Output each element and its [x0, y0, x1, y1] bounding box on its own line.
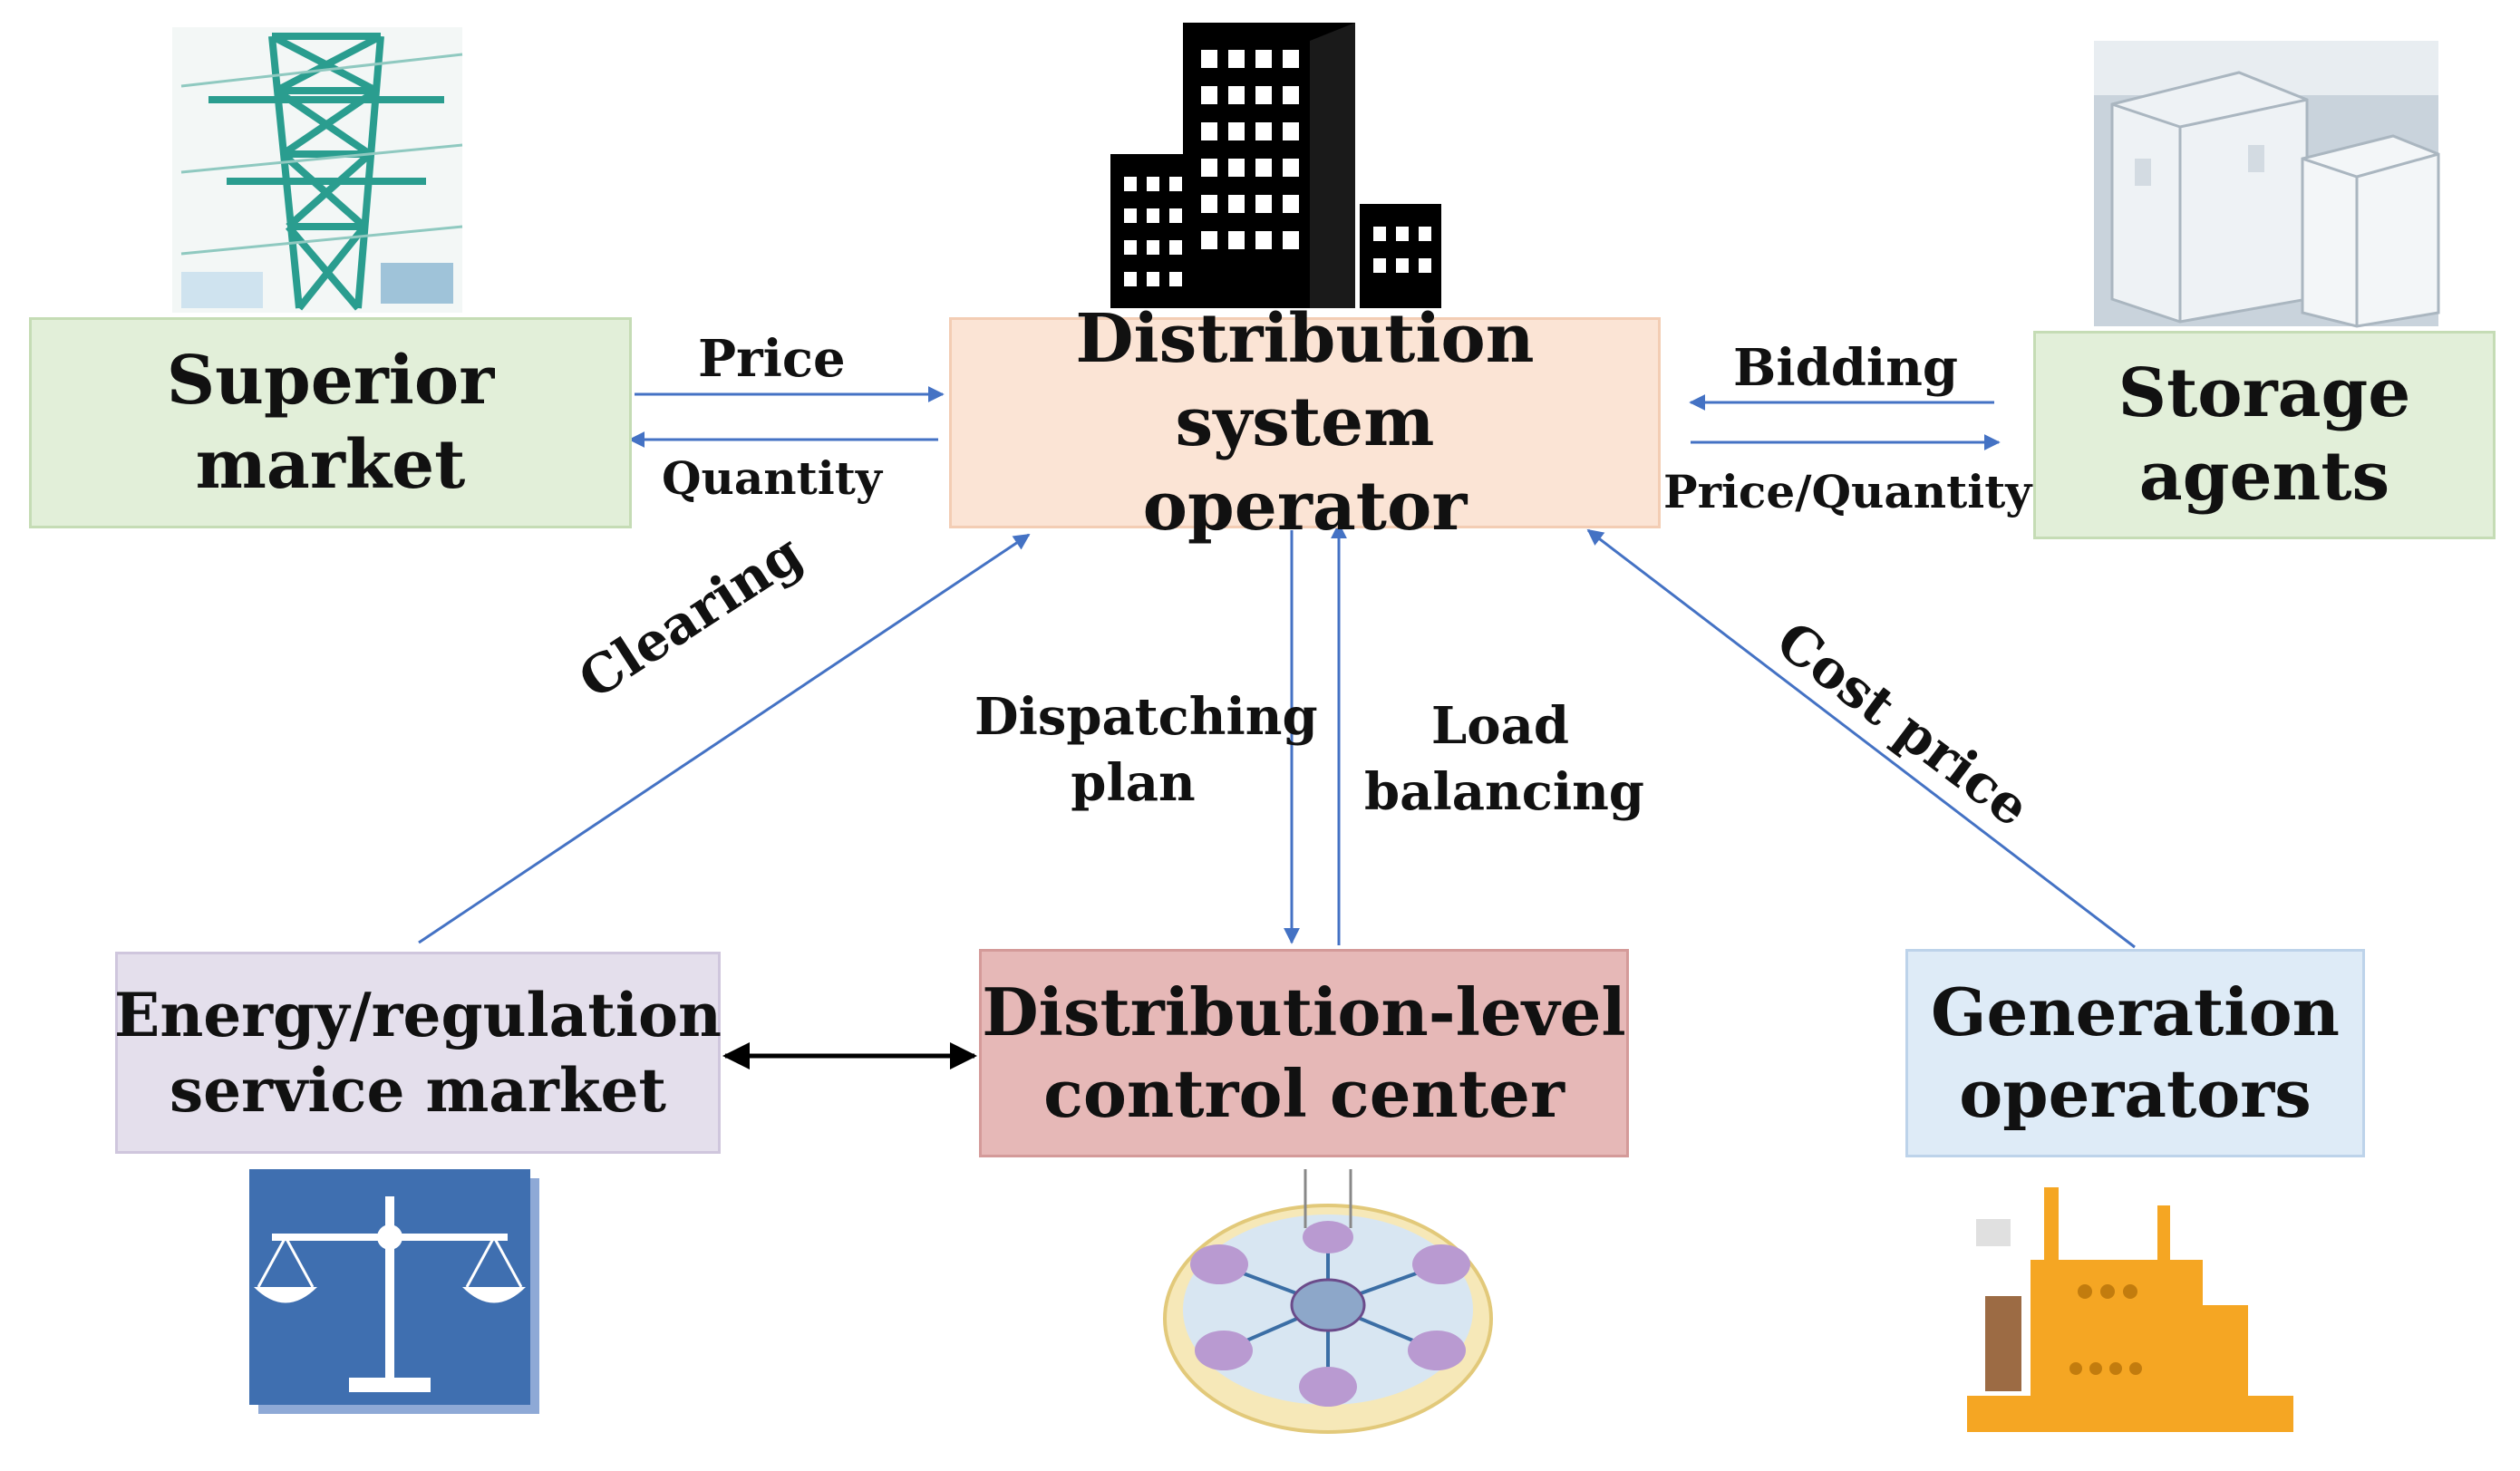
generation-operators-box: Generation operators: [1905, 949, 2365, 1157]
storage-agents-label: Storage agents: [2118, 353, 2411, 517]
dispatching-plan-label: Dispatching plan: [974, 687, 1318, 813]
energy-market-box: Energy/regulation service market: [114, 952, 722, 1154]
dso-label: Distribution system operator: [1075, 299, 1535, 546]
superior-market-box: Superior market: [29, 317, 632, 528]
cost-price-arrow: [1586, 528, 2136, 949]
justice-scales-icon: [249, 1169, 539, 1414]
energy-market-label: Energy/regulation service market: [114, 980, 722, 1126]
dso-box: Distribution system operator: [949, 300, 1661, 546]
generator-icon: [1967, 1187, 2293, 1432]
clearing-arrow: [418, 533, 1031, 944]
price-quantity-label: Price/Quantity: [1663, 465, 2032, 518]
superior-market-label: Superior market: [166, 342, 495, 504]
storage-container-icon: [2094, 41, 2440, 328]
price-label: Price: [698, 329, 846, 389]
control-center-label: Distribution-level control center: [982, 973, 1626, 1132]
microgrid-icon: [1163, 1169, 1493, 1434]
storage-agents-box: Storage agents: [2033, 331, 2496, 539]
load-balancing-label: Load balancing: [1364, 696, 1644, 822]
bidding-label: Bidding: [1733, 338, 1959, 398]
office-building-icon: [1110, 23, 1441, 308]
transmission-tower-icon: [172, 27, 463, 313]
generation-operators-label: Generation operators: [1930, 973, 2341, 1132]
control-center-box: Distribution-level control center: [979, 949, 1629, 1157]
quantity-label: Quantity: [662, 451, 882, 505]
